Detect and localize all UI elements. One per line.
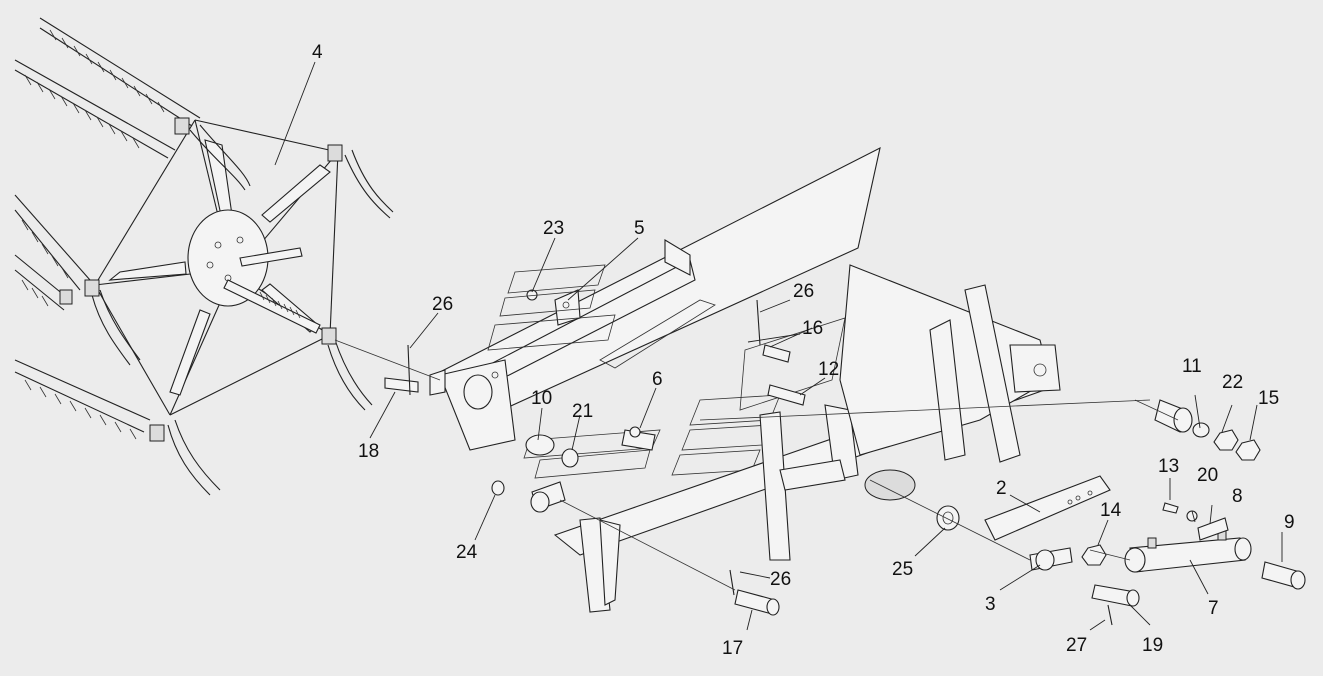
callout-18: 18 (358, 441, 379, 462)
reel-spider (59, 117, 394, 496)
washer-21 (561, 448, 579, 468)
leader-lines (274, 61, 1283, 631)
callout-10: 10 (531, 388, 552, 409)
callout-21: 21 (572, 401, 593, 422)
bushing-24-and-pin-17 (491, 480, 780, 616)
hydraulic-lines-outline (487, 264, 846, 479)
hydraulic-cylinder-7 (1029, 529, 1252, 573)
callout-16: 16 (802, 318, 823, 339)
pivot-bracket (429, 289, 581, 451)
callout-20: 20 (1197, 465, 1218, 486)
axis-lines (334, 339, 1179, 591)
callout-6: 6 (652, 369, 663, 390)
callout-3: 3 (985, 594, 996, 615)
callout-4: 4 (312, 42, 323, 63)
bushing-11-washer-22-nuts-15 (1154, 399, 1261, 461)
callout-11: 11 (1182, 356, 1202, 377)
callout-15: 15 (1258, 388, 1279, 409)
callout-5: 5 (634, 218, 645, 239)
callout-9: 9 (1284, 512, 1295, 533)
callout-19: 19 (1142, 635, 1163, 656)
pin-9 (1261, 561, 1306, 590)
callout-26: 26 (793, 281, 814, 302)
fitting-6 (621, 426, 656, 451)
callout-labels: 4 23 5 26 26 16 12 6 10 21 18 24 11 22 1… (312, 42, 1295, 659)
callout-26: 26 (770, 569, 791, 590)
cylinder-bracket-2 (984, 475, 1111, 541)
main-frame (553, 264, 1061, 613)
bushing-10 (525, 434, 555, 456)
callout-14: 14 (1100, 500, 1122, 521)
reel-assembly (14, 17, 394, 496)
callout-26: 26 (432, 294, 453, 315)
callout-17: 17 (722, 638, 743, 659)
callout-22: 22 (1222, 372, 1243, 393)
pin-18 (384, 344, 419, 396)
reel-tine-bars (14, 17, 201, 440)
callout-24: 24 (456, 542, 478, 563)
callout-27: 27 (1066, 635, 1087, 656)
pin-19 (1091, 584, 1140, 626)
callout-13: 13 (1158, 456, 1179, 477)
pins-12-16 (756, 299, 806, 406)
callout-8: 8 (1232, 486, 1243, 507)
callout-25: 25 (892, 559, 913, 580)
callout-7: 7 (1208, 598, 1219, 619)
washer-25 (936, 505, 960, 531)
callout-2: 2 (996, 478, 1007, 499)
callout-12: 12 (818, 359, 839, 380)
callout-23: 23 (543, 218, 564, 239)
